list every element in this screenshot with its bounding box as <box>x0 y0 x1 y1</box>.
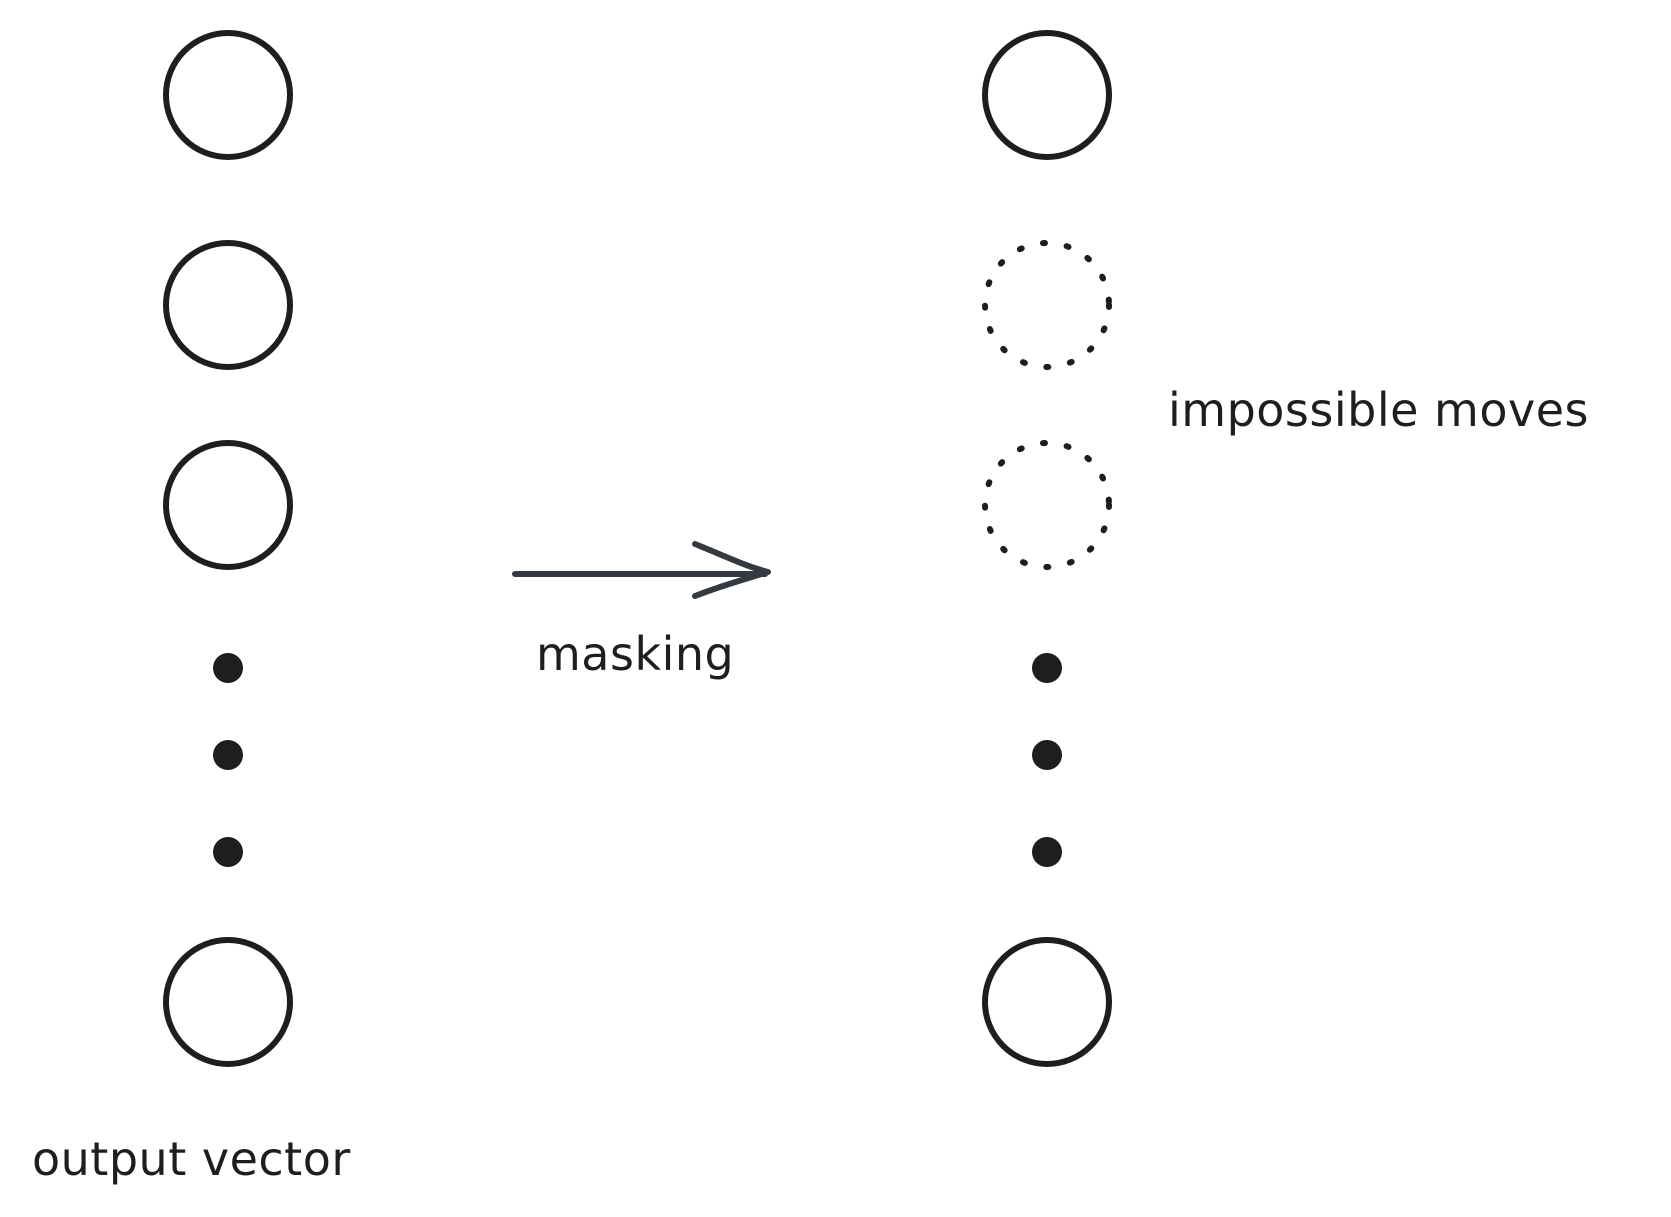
right-ellipsis-dot-1 <box>1032 653 1062 683</box>
masking-arrow <box>512 541 771 599</box>
right-column <box>982 30 1112 1067</box>
left-node-4 <box>163 937 293 1067</box>
left-node-2 <box>163 240 293 370</box>
right-masked-node-2 <box>982 440 1112 570</box>
right-ellipsis-dot-3 <box>1032 837 1062 867</box>
right-node-1 <box>982 30 1112 160</box>
left-node-3 <box>163 440 293 570</box>
left-ellipsis-dot-1 <box>213 653 243 683</box>
left-column <box>163 30 293 1067</box>
left-ellipsis-dot-2 <box>213 740 243 770</box>
right-ellipsis-dot-2 <box>1032 740 1062 770</box>
masking-label: masking <box>536 627 734 681</box>
right-masked-node-1 <box>982 240 1112 370</box>
output-vector-label: output vector <box>32 1132 351 1186</box>
left-node-1 <box>163 30 293 160</box>
left-ellipsis-dot-3 <box>213 837 243 867</box>
impossible-moves-label: impossible moves <box>1168 383 1589 437</box>
right-node-4 <box>982 937 1112 1067</box>
